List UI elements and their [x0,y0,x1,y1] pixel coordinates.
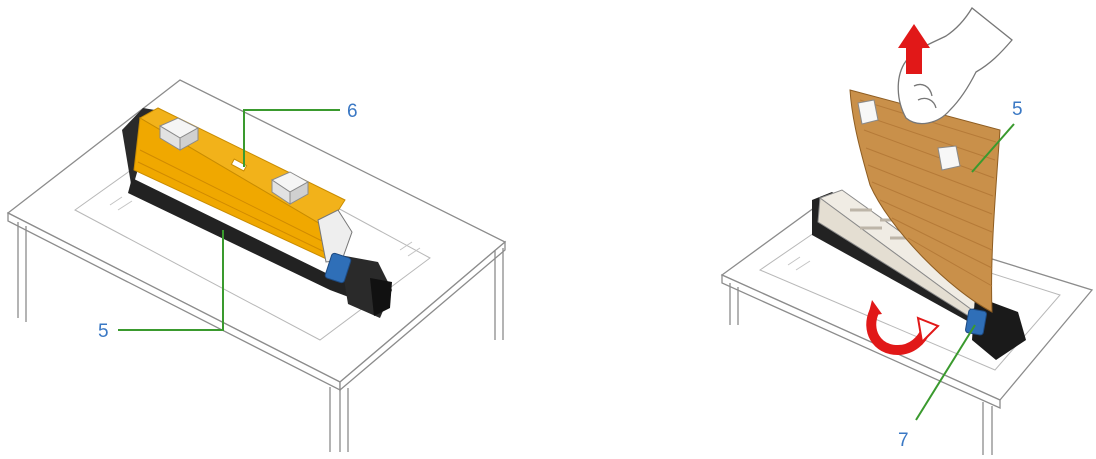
right-white-block [938,146,960,170]
right-white-block [858,100,878,124]
callout-6: 6 [347,101,358,122]
callout-7: 7 [898,430,909,451]
left-table [8,80,505,452]
callout-5-left: 5 [98,321,109,342]
callout-5-right: 5 [1012,99,1023,120]
right-figure: 5 7 [722,8,1092,455]
right-blue-lever [965,309,987,336]
left-figure: 6 5 [8,80,505,452]
